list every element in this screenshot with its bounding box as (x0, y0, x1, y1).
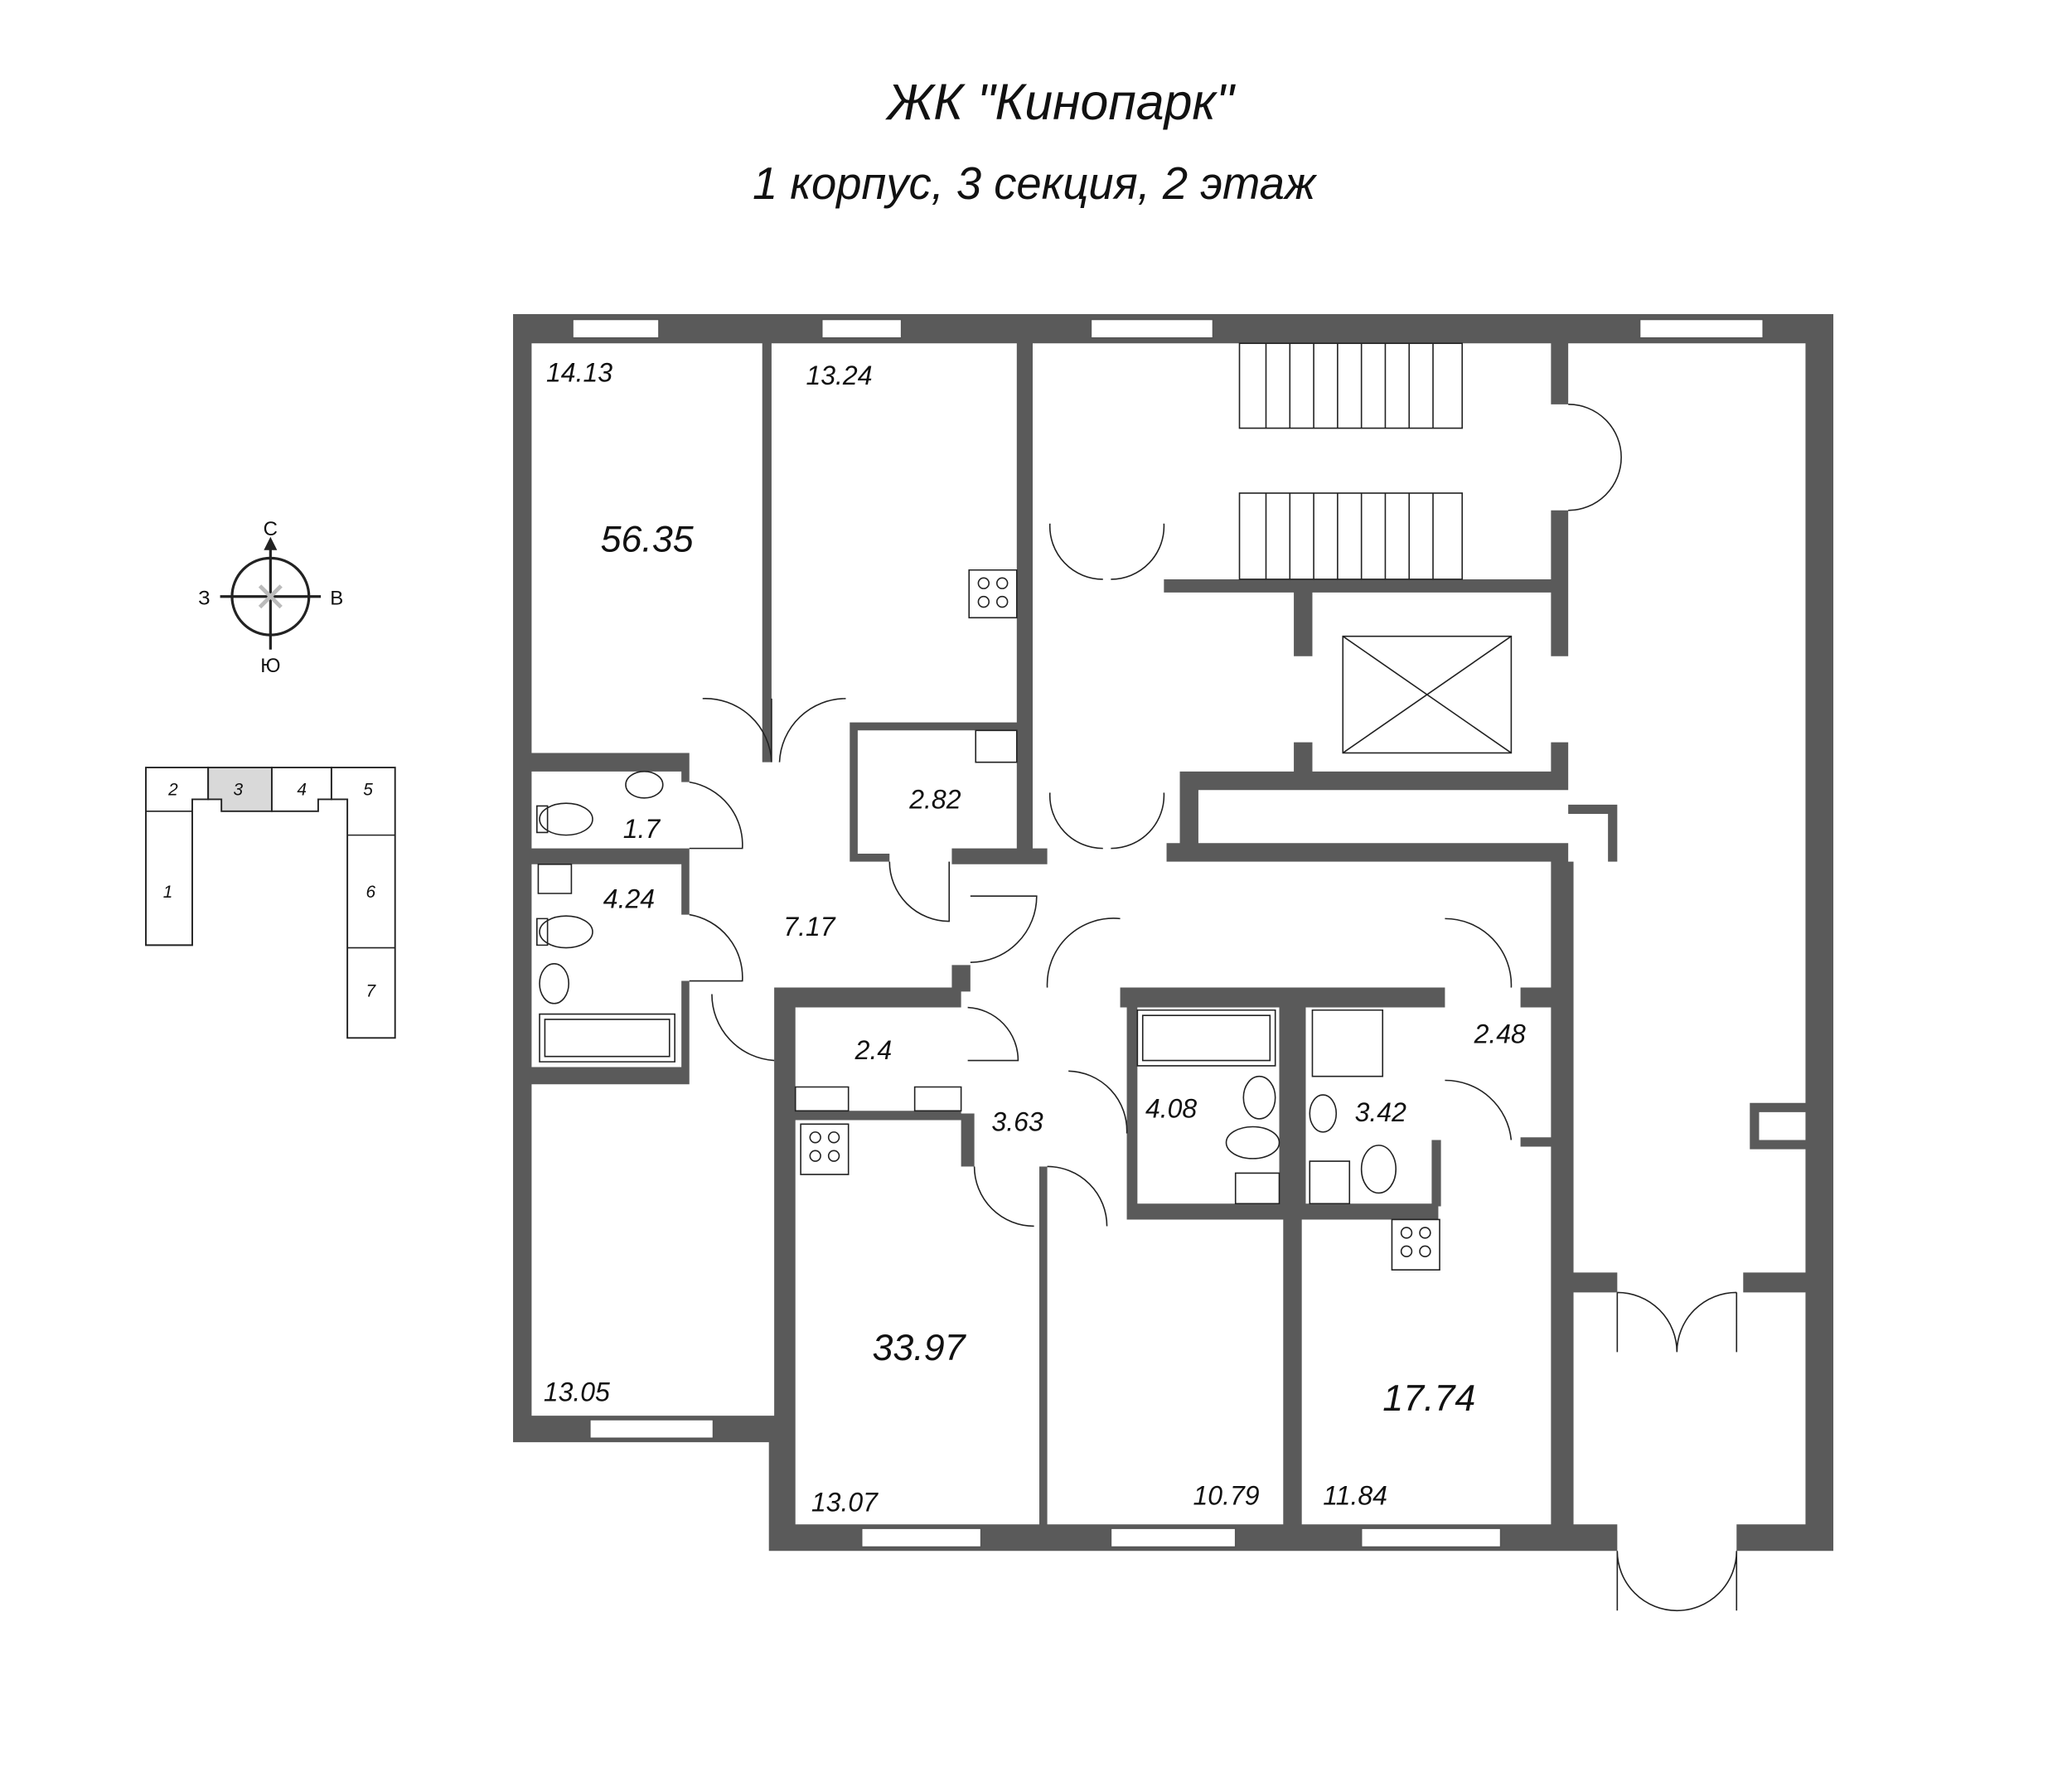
compass-west: З (198, 587, 211, 609)
toilet-and-sink-icons (539, 771, 1397, 1194)
room-area: 2.48 (1474, 1019, 1526, 1049)
page-subtitle: 1 корпус, 3 секция, 2 этаж (753, 158, 1318, 209)
plumbing-fixtures (536, 729, 1384, 1205)
stairs (1238, 342, 1464, 580)
room-area: 3.63 (991, 1106, 1043, 1136)
key-label-3: 3 (234, 781, 244, 800)
room-area: 2.4 (854, 1035, 892, 1065)
room-area: 11.84 (1323, 1480, 1387, 1510)
room-area: 13.07 (811, 1487, 879, 1517)
windows (572, 318, 1765, 1548)
apartment-total-area: 33.97 (872, 1327, 966, 1368)
room-area: 13.24 (806, 361, 873, 390)
room-area: 3.42 (1355, 1097, 1406, 1127)
room-area: 4.24 (603, 884, 655, 914)
key-section-5-6-7[interactable] (330, 767, 396, 1039)
stove-burner-icons (809, 577, 1431, 1258)
room-area: 10.79 (1193, 1480, 1260, 1510)
compass-north: С (264, 518, 278, 540)
key-section-dividers (146, 811, 395, 949)
apartment-total-area: 56.35 (601, 518, 694, 559)
elevator-shaft (1342, 635, 1513, 754)
compass-south: Ю (260, 655, 280, 677)
key-label-2: 2 (167, 781, 178, 800)
room-area: 4.08 (1145, 1093, 1197, 1123)
key-label-5: 5 (363, 781, 373, 800)
room-area: 14.13 (546, 358, 612, 388)
key-label-7: 7 (366, 982, 377, 1001)
walls (513, 314, 1834, 1552)
compass-east: В (330, 587, 343, 609)
room-area: 1.7 (623, 814, 661, 844)
room-area: 7.17 (783, 912, 835, 942)
key-plan: 2 3 4 5 1 6 7 (145, 767, 396, 1039)
room-area: 13.05 (544, 1377, 610, 1407)
compass-icon: С Ю З В (198, 518, 343, 677)
room-area: 2.82 (908, 785, 961, 815)
key-label-1: 1 (163, 883, 173, 902)
key-label-4: 4 (297, 781, 307, 800)
key-label-6: 6 (366, 883, 376, 902)
doors (689, 404, 1738, 1612)
page-title: ЖК "Кинопарк" (885, 74, 1237, 130)
room-labels: 56.35 14.13 13.24 2.82 1.7 4.24 7.17 13.… (544, 358, 1526, 1518)
apartment-total-area: 17.74 (1382, 1377, 1475, 1419)
stove-icons (800, 569, 1440, 1271)
